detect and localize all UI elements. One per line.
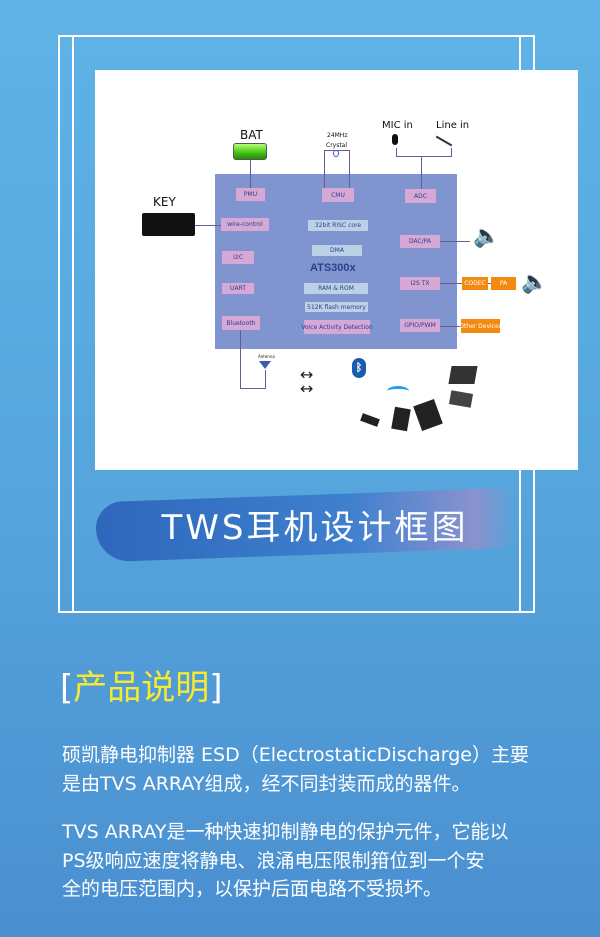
bluetooth-icon: ᛒ — [352, 358, 366, 378]
mic-in-label: MIC in — [382, 120, 413, 131]
block-diagram: ATS300x PMU CMU ADC wire-control 32bit R… — [95, 70, 578, 470]
bidirectional-arrow-icon: ↔↔ — [300, 365, 314, 398]
block-gpio-pwm: GPIO/PWM — [400, 319, 440, 332]
tablet-device-icon — [448, 390, 474, 408]
speaker-icon: 🔈 — [473, 224, 501, 249]
bracket-open: [ — [60, 668, 74, 708]
section-heading: [产品说明] — [60, 660, 223, 709]
line-in-label: Line in — [436, 120, 470, 131]
paragraph-line: PS级响应速度将静电、浪涌电压限制箝位到一个安 — [62, 849, 485, 872]
key-switch-icon — [142, 213, 195, 236]
chip-name: ATS300x — [310, 262, 356, 274]
bracket-close: ] — [209, 668, 223, 708]
block-flash: 512K flash memory — [305, 302, 368, 312]
crystal-icon — [333, 150, 339, 157]
wireless-waves-icon — [387, 386, 409, 396]
antenna-label: Antenna — [258, 354, 275, 359]
paragraph-line: 是由TVS ARRAY组成，经不同封装而成的器件。 — [62, 772, 471, 795]
paragraph-line: TVS ARRAY是一种快速抑制静电的保护元件，它能以 — [62, 821, 509, 843]
block-i2c: I2C — [222, 251, 254, 264]
line-in-cable-icon — [435, 135, 453, 147]
battery-icon — [233, 143, 267, 160]
bluetooth-logo: ᛒ — [352, 358, 366, 378]
paragraph-2: TVS ARRAY是一种快速抑制静电的保护元件，它能以 PS级响应速度将静电、浪… — [62, 818, 582, 904]
block-dma: DMA — [312, 245, 362, 256]
phone-device-icon — [391, 406, 411, 432]
block-vad: Voice Activity Detection — [301, 320, 373, 334]
block-wire-control: wire-control — [221, 218, 269, 231]
block-pa: PA — [491, 277, 516, 290]
block-bluetooth: Bluetooth — [222, 316, 260, 330]
block-risc-core: 32bit RISC core — [308, 220, 368, 231]
crystal-label: Crystal — [326, 142, 348, 149]
phone-device-icon — [360, 413, 380, 427]
speaker-icon: 🔈 — [521, 270, 549, 295]
paragraph-line: 硕凯静电抑制器 ESD（ElectrostaticDischarge）主要 — [62, 744, 529, 766]
tablet-device-icon — [413, 399, 443, 431]
block-adc: ADC — [405, 189, 436, 203]
block-uart: UART — [222, 283, 254, 294]
section-title: 产品说明 — [73, 668, 210, 708]
block-cmu: CMU — [322, 188, 354, 202]
block-other-devices: Other Devices — [459, 319, 502, 333]
paragraph-line: 全的电压范围内，以保护后面电路不受损坏。 — [62, 878, 443, 900]
crystal-freq-label: 24MHz — [327, 132, 348, 139]
block-i2s-tx: I2S TX — [400, 277, 440, 290]
paragraph-1: 硕凯静电抑制器 ESD（ElectrostaticDischarge）主要 是由… — [62, 741, 582, 798]
block-ram-rom: RAM & ROM — [304, 283, 368, 294]
antenna-icon — [259, 361, 271, 369]
laptop-device-icon — [448, 366, 478, 384]
block-codec: CODEC — [462, 277, 488, 290]
bat-label: BAT — [240, 128, 263, 142]
block-pmu: PMU — [236, 188, 265, 201]
microphone-icon — [392, 134, 398, 145]
block-dac-pa: DAC/PA — [400, 235, 440, 248]
banner-title: TWS耳机设计框图 — [161, 508, 469, 548]
key-label: KEY — [153, 195, 176, 209]
